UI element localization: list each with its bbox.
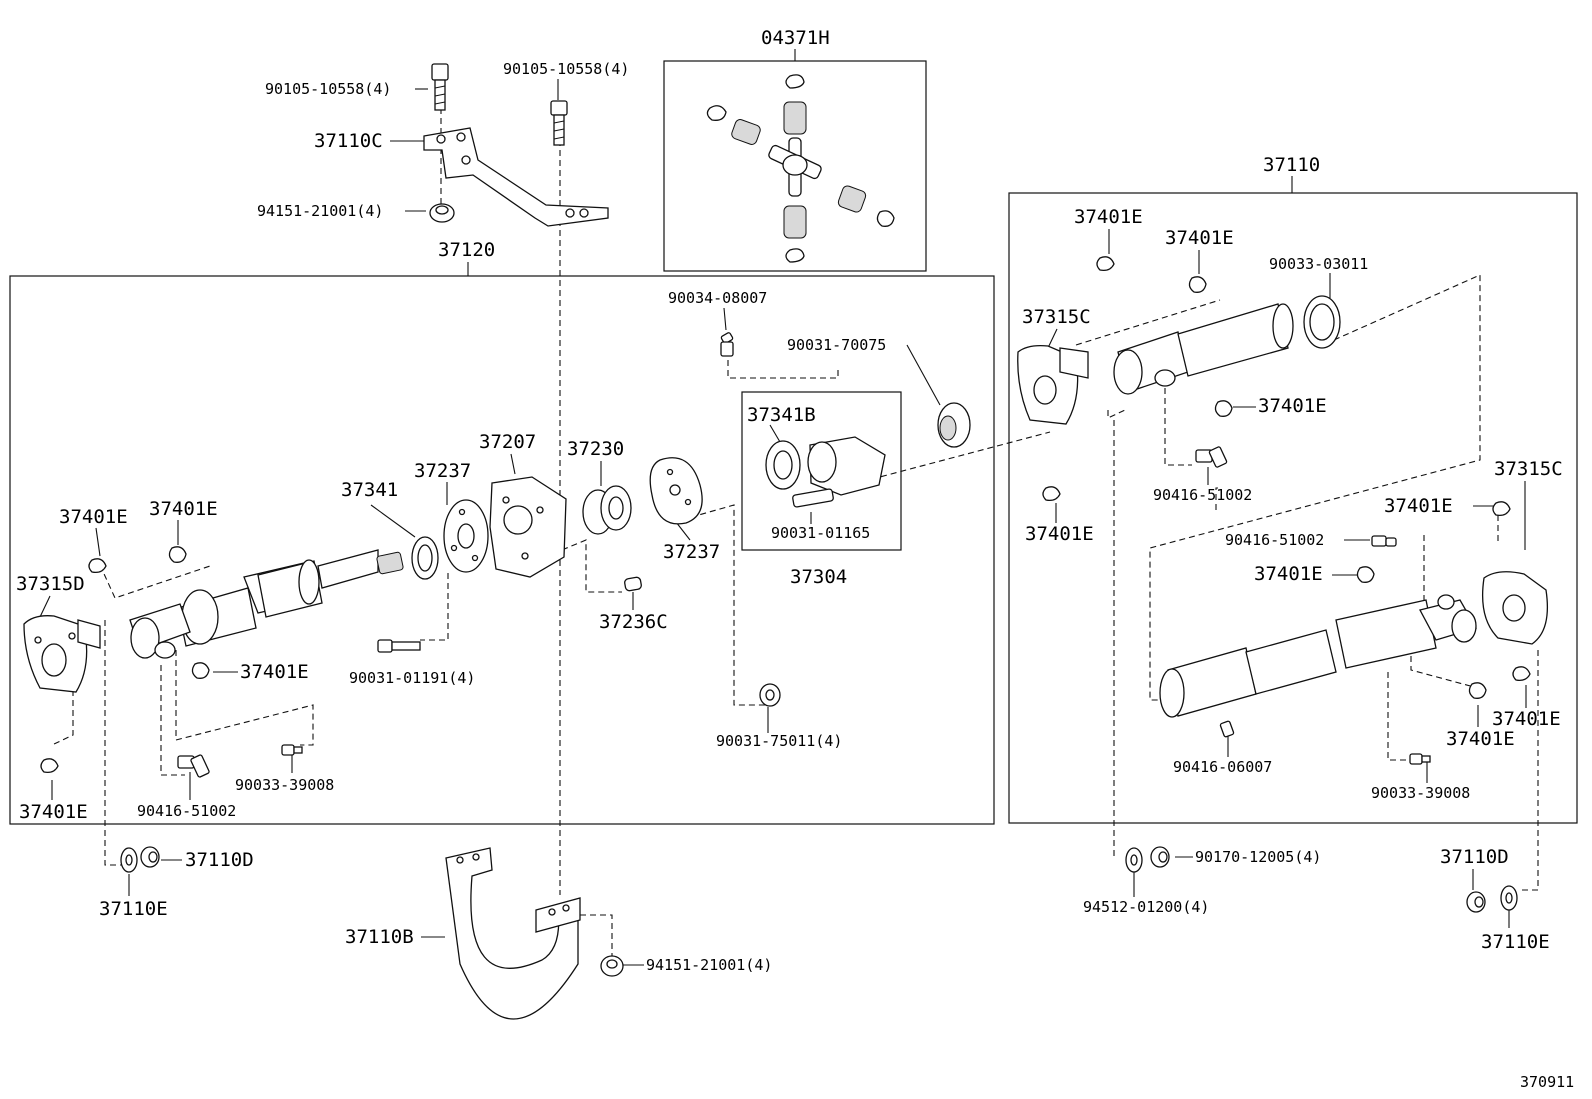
box-37120-assembly [9,275,995,825]
box-37110-assembly [1008,192,1578,824]
label-90105-10558-a: 90105-10558(4) [265,80,391,98]
label-90416-51002-c: 90416-51002 [1225,531,1324,549]
label-37110C: 37110C [314,130,383,152]
label-94151-21001-bot: 94151-21001(4) [646,956,772,974]
spacer-37230 [582,485,632,535]
label-37237-b: 37237 [663,541,720,563]
washers-37110-left [120,846,160,873]
label-90031-70075: 90031-70075 [787,336,886,354]
label-04371H: 04371H [761,27,830,49]
label-37401E-r1: 37401E [1074,206,1143,228]
dowel-37236C [624,576,642,592]
label-37304: 37304 [790,566,847,588]
label-37237-a: 37237 [414,460,471,482]
label-37341: 37341 [341,479,398,501]
label-37315D: 37315D [16,573,85,595]
label-37110D-a: 37110D [185,849,254,871]
label-37401E-r6: 37401E [1254,563,1323,585]
grease-fitting-90416-51002-right [1195,446,1397,547]
label-94512-01200: 94512-01200(4) [1083,898,1209,916]
figure-id: 370911 [1520,1073,1574,1091]
hanger-bracket-37110B [445,847,581,1020]
label-90031-75011: 90031-75011(4) [716,732,842,750]
label-37110E-a: 37110E [99,898,168,920]
nut-94151-bottom [600,955,624,977]
flange-yoke-37315C-lower [1481,571,1549,645]
label-37401E-2: 37401E [149,498,218,520]
propeller-shaft-rear-lower [1159,594,1477,718]
flange-37237-left [443,499,489,573]
label-94151-21001-top: 94151-21001(4) [257,202,383,220]
label-37110: 37110 [1263,154,1320,176]
label-37207: 37207 [479,431,536,453]
label-37401E-r8: 37401E [1446,728,1515,750]
label-90033-39008-b: 90033-39008 [1371,784,1470,802]
label-37315C-b: 37315C [1494,458,1563,480]
grease-fitting-90416-51002-left [177,754,210,778]
grease-fitting-90033-39008-left [281,744,303,756]
label-90170-12005: 90170-12005(4) [1195,848,1321,866]
washers-94512-90170 [1125,846,1170,873]
label-37315C-a: 37315C [1022,306,1091,328]
label-90105-10558-b: 90105-10558(4) [503,60,629,78]
bolt-90031-01191 [377,639,421,653]
label-90416-51002-a: 90416-51002 [137,802,236,820]
label-37401E-3: 37401E [240,661,309,683]
label-37110D-b: 37110D [1440,846,1509,868]
grease-fitting-90033-39008-right [1409,753,1431,765]
label-37110E-b: 37110E [1481,931,1550,953]
rubber-coupling-37207 [489,476,567,578]
label-90033-03011: 90033-03011 [1269,255,1368,273]
snap-ring-37401E [40,546,210,774]
label-37401E-r5: 37401E [1384,495,1453,517]
label-90416-06007: 90416-06007 [1173,758,1272,776]
label-90031-01191: 90031-01191(4) [349,669,475,687]
propeller-shaft-rear-upper [1113,303,1294,395]
label-37120: 37120 [438,239,495,261]
grease-fitting-90034 [720,332,734,357]
label-37401E-r2: 37401E [1165,227,1234,249]
label-37401E-r7: 37401E [1492,708,1561,730]
washers-37110-right [1466,885,1518,913]
label-37236C: 37236C [599,611,668,633]
label-90031-01165: 90031-01165 [771,524,870,542]
label-37401E-r3: 37401E [1258,395,1327,417]
label-37401E-r4: 37401E [1025,523,1094,545]
seal-90031-70075 [937,402,971,448]
grease-fitting-90416-06007 [1219,720,1235,738]
flange-37237-right [649,457,703,525]
label-90034-08007: 90034-08007 [668,289,767,307]
seal-37341 [411,536,439,580]
propeller-shaft-front [129,549,404,659]
label-90416-51002-b: 90416-51002 [1153,486,1252,504]
snap-ring-37401E-right [1042,256,1531,699]
label-37110B: 37110B [345,926,414,948]
bolt-90105-left [431,63,449,111]
label-37401E-1: 37401E [59,506,128,528]
bolt-90105-right [550,100,568,146]
label-90033-39008-a: 90033-39008 [235,776,334,794]
flange-yoke-37315D [23,615,101,693]
seal-90033-03011 [1303,295,1341,349]
label-37401E-4: 37401E [19,801,88,823]
label-37341B: 37341B [747,404,816,426]
nut-94151-top [429,203,455,223]
flange-yoke-37315C-upper [1017,344,1089,425]
universal-joint-kit [706,74,895,263]
bracket-37110C [423,127,609,227]
center-bearing-37304 [765,436,886,508]
nut-90031-75011 [759,683,781,707]
label-37230: 37230 [567,438,624,460]
